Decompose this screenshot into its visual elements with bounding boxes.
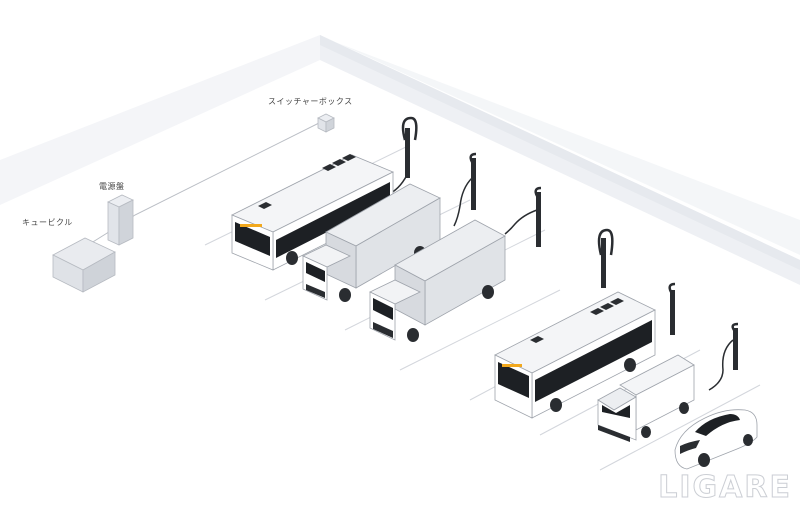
electric-van [597,354,695,442]
electric-car [674,409,758,470]
charger-5 [668,282,676,335]
ligare-watermark: LIGARE [658,470,792,506]
cubicle-label: キュービクル [22,218,73,227]
cubicle-unit [52,237,116,293]
back-walls [0,35,800,285]
charging-stations [386,116,739,391]
electric-truck-2 [369,219,506,342]
charger-6 [708,322,739,391]
switch-box-label: スイッチャーボックス [268,97,353,106]
charger-2 [453,152,477,227]
electric-bus-2 [494,291,656,419]
charger-3 [504,186,542,247]
charger-4 [597,228,614,288]
electric-truck-1 [302,183,441,302]
distribution-panel-label: 電源盤 [99,182,125,191]
distribution-panel-unit [107,194,134,246]
switch-box-unit [317,113,335,133]
electric-bus-1 [231,154,394,271]
